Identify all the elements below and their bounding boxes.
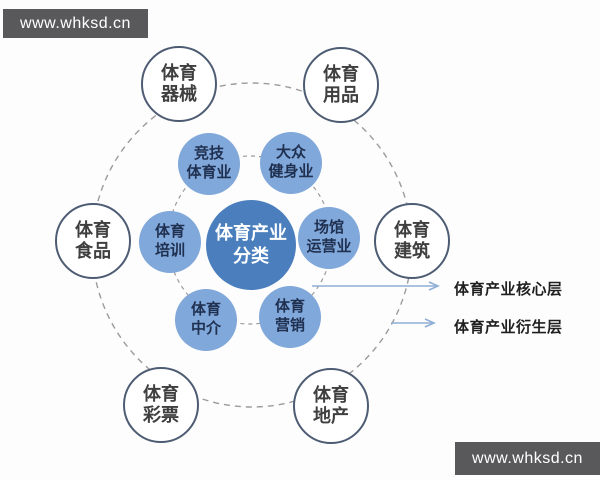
watermark-bottom-right: www.whksd.cn	[455, 442, 600, 475]
inner-node-sports-training: 体育 培训	[139, 211, 201, 273]
inner-node-sports-agency: 体育 中介	[175, 289, 237, 351]
core-layer-arrowhead-icon	[428, 281, 440, 291]
derived-layer-arrowhead-icon	[424, 318, 436, 328]
center-node-classification: 体育产业 分类	[206, 200, 296, 290]
outer-node-sports-food: 体育 食品	[55, 203, 131, 279]
outer-node-sports-real-estate: 体育 地产	[293, 368, 369, 444]
inner-node-sports-marketing: 体育 营销	[259, 286, 321, 348]
outer-node-sports-apparatus: 体育 器械	[141, 46, 217, 122]
outer-node-sports-lottery: 体育 彩票	[123, 367, 199, 443]
inner-node-venue-operation: 场馆 运营业	[298, 207, 360, 269]
inner-node-competitive-sports: 竞技 体育业	[178, 133, 240, 195]
watermark-top-left: www.whksd.cn	[3, 9, 148, 38]
outer-node-sports-architecture: 体育 建筑	[374, 203, 450, 279]
derived-layer-label: 体育产业衍生层	[454, 319, 563, 336]
outer-node-sporting-goods: 体育 用品	[303, 47, 379, 123]
inner-node-mass-fitness: 大众 健身业	[260, 132, 322, 194]
core-layer-label: 体育产业核心层	[454, 281, 563, 298]
